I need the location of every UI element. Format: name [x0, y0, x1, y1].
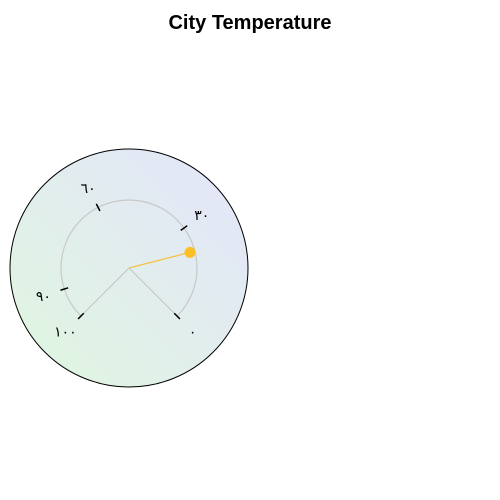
- tick-mark: [180, 225, 188, 231]
- tick-label: ٩٠: [36, 289, 51, 305]
- gauge-needle: [128, 251, 191, 269]
- gauge-end-line: [80, 267, 130, 317]
- tick-mark: [60, 287, 69, 291]
- tick-label: ١٠٠: [54, 325, 77, 341]
- tick-mark: [95, 203, 101, 212]
- gauge-start-line: [128, 267, 178, 317]
- chart-title: City Temperature: [168, 12, 332, 34]
- gauge-track-arc: [60, 199, 198, 317]
- tick-label: ٦٠: [81, 181, 96, 197]
- tick-label: ٣٠: [194, 208, 209, 224]
- tick-mark: [173, 312, 181, 320]
- tick-label: ٠: [189, 325, 197, 341]
- gauge-needle-dot: [184, 246, 196, 258]
- tick-mark: [77, 312, 85, 320]
